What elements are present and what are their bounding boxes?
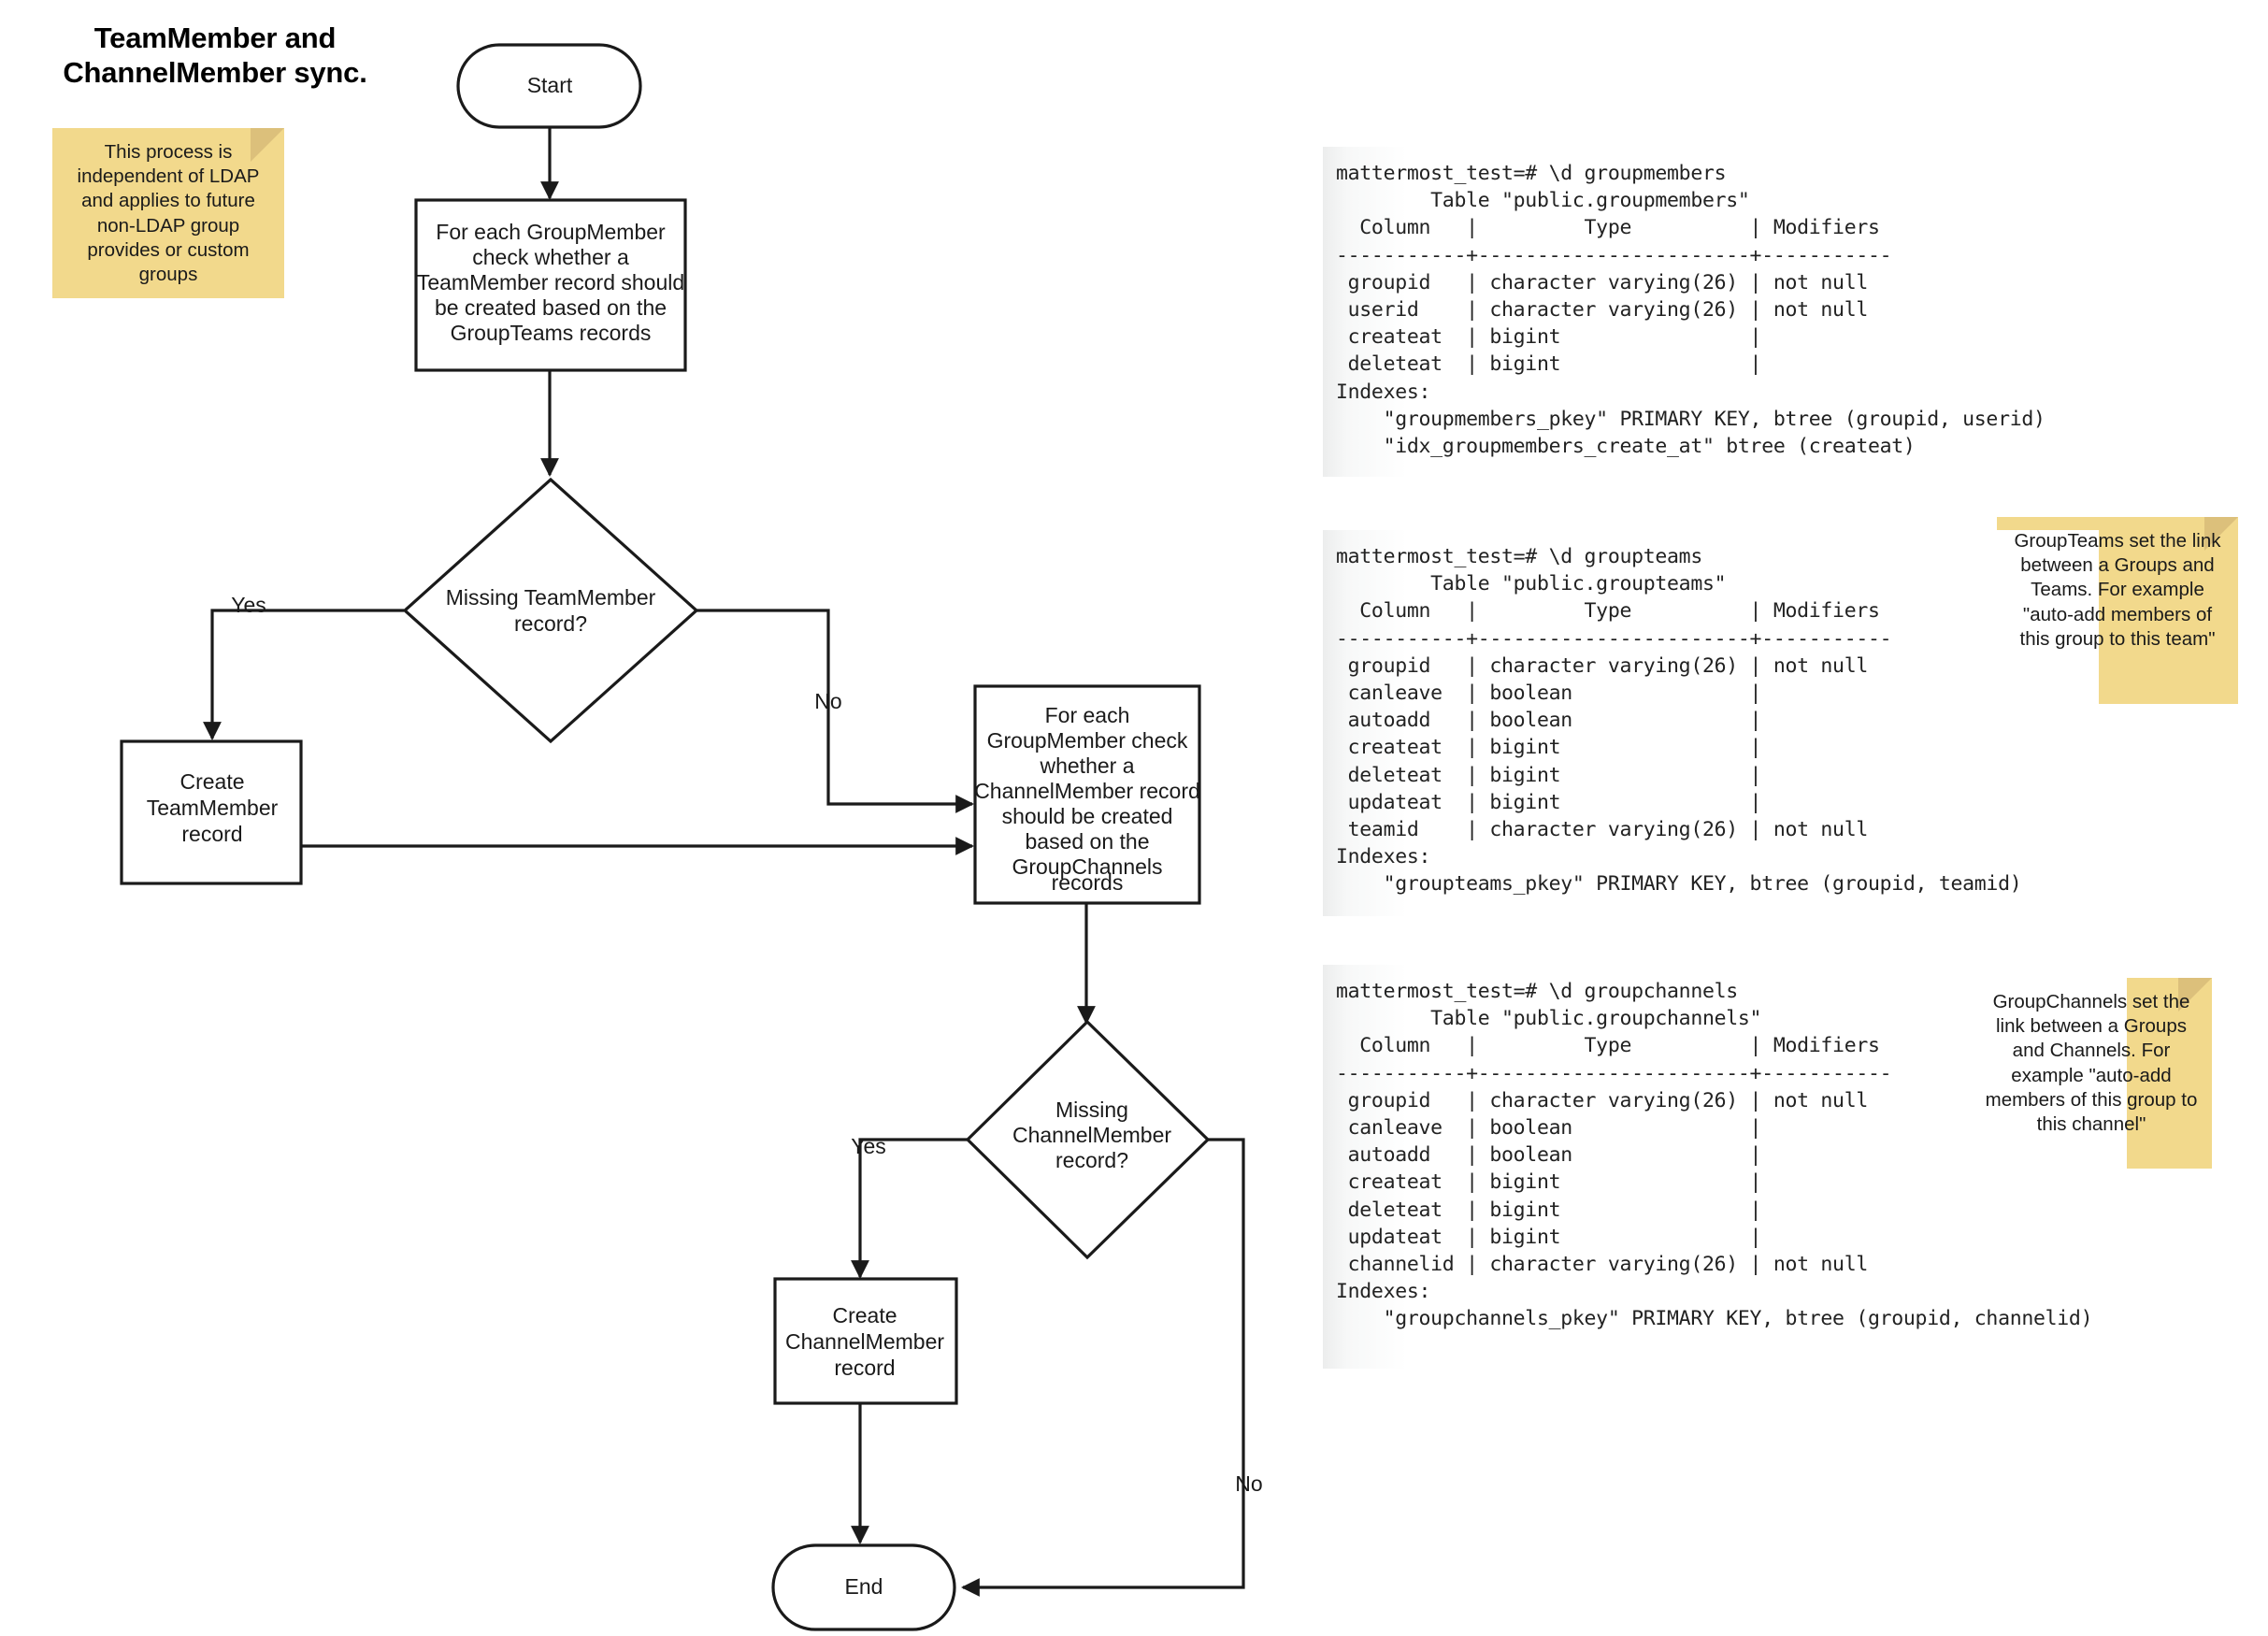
flow-node-process-teammember-line-1: check whether a <box>472 245 629 269</box>
sticky-note-groupchannels: GroupChannels set the link between a Gro… <box>1971 978 2212 1169</box>
flow-node-end[interactable] <box>771 1543 956 1631</box>
flow-node-process-teammember-line-3: be created based on the <box>435 295 667 320</box>
flow-node-decision-channelmember[interactable] <box>965 1019 1211 1260</box>
flow-node-decision-channelmember-line-2: record? <box>1055 1148 1128 1172</box>
flow-node-create-channelmember-line-1: ChannelMember <box>785 1329 944 1354</box>
edge-label-channelmember-yes: Yes <box>851 1134 886 1158</box>
flow-node-decision-channelmember-line-0: Missing <box>1055 1098 1128 1122</box>
sticky-note-groupchannels-text: GroupChannels set the link between a Gro… <box>1985 991 2198 1136</box>
terminal-output-groupchannels: mattermost_test=# \d groupchannels Table… <box>1323 965 2127 1369</box>
flow-node-process-channelmember-line-1: GroupMember check <box>987 728 1188 753</box>
flow-node-create-channelmember-line-0: Create <box>832 1303 897 1327</box>
sticky-note-ldap: This process is independent of LDAP and … <box>52 128 284 298</box>
connector-decision2-yes <box>851 1138 968 1279</box>
edge-label-teammember-no: No <box>814 689 841 713</box>
connector-decision2-no <box>961 1138 1245 1597</box>
flow-node-process-teammember-line-2: TeamMember record should <box>417 270 684 294</box>
flow-node-decision-channelmember-line-1: ChannelMember <box>1012 1123 1171 1147</box>
flow-node-end-label: End <box>845 1574 883 1599</box>
flow-node-decision-teammember-line-1: record? <box>514 611 587 636</box>
flow-node-process-teammember[interactable] <box>414 198 687 372</box>
flow-node-create-channelmember[interactable] <box>773 1277 958 1405</box>
flowchart: Start For each GroupMember check whether… <box>120 43 1263 1631</box>
flow-node-create-teammember-line-0: Create <box>179 769 244 794</box>
flow-node-process-channelmember-line-5: based on the <box>1025 829 1149 854</box>
edge-label-channelmember-no: No <box>1235 1471 1262 1496</box>
edge-label-teammember-yes: Yes <box>231 593 266 617</box>
terminal-output-groupmembers: mattermost_test=# \d groupmembers Table … <box>1323 147 2061 477</box>
sticky-fold-icon <box>251 128 284 162</box>
flow-node-process-channelmember-line-0: For each <box>1045 703 1130 727</box>
flow-node-decision-teammember-line-0: Missing TeamMember <box>446 585 656 610</box>
connector-decision1-yes <box>203 609 404 740</box>
flow-node-start-label: Start <box>527 73 573 97</box>
flow-node-process-channelmember-line-4: should be created <box>1002 804 1173 828</box>
flow-node-start[interactable] <box>456 43 642 129</box>
flow-node-create-channelmember-line-2: record <box>834 1356 895 1380</box>
flow-node-process-channelmember[interactable] <box>973 684 1201 905</box>
flow-node-process-channelmember-line-2: whether a <box>1039 753 1134 778</box>
flow-node-decision-teammember[interactable] <box>402 477 699 744</box>
flow-node-process-channelmember-line-7: records <box>1052 870 1124 895</box>
sticky-fold-icon <box>2178 978 2212 1012</box>
flow-node-create-teammember-line-1: TeamMember <box>147 796 279 820</box>
flow-node-process-channelmember-line-6: GroupChannels <box>1012 854 1162 879</box>
flow-node-create-teammember-line-2: record <box>181 822 242 846</box>
flow-node-process-teammember-line-4: GroupTeams records <box>451 321 652 345</box>
sticky-note-ldap-text: This process is independent of LDAP and … <box>77 141 260 286</box>
flow-node-create-teammember[interactable] <box>120 739 303 885</box>
flow-node-process-teammember-line-0: For each GroupMember <box>436 220 666 244</box>
sticky-note-groupteams-text: GroupTeams set the link between a Groups… <box>2014 530 2221 650</box>
sticky-fold-icon <box>2204 517 2238 551</box>
connector-decision1-no <box>696 609 974 813</box>
terminal-output-groupteams: mattermost_test=# \d groupteams Table "p… <box>1323 530 2099 916</box>
flow-node-process-channelmember-line-3: ChannelMember record <box>974 779 1200 803</box>
